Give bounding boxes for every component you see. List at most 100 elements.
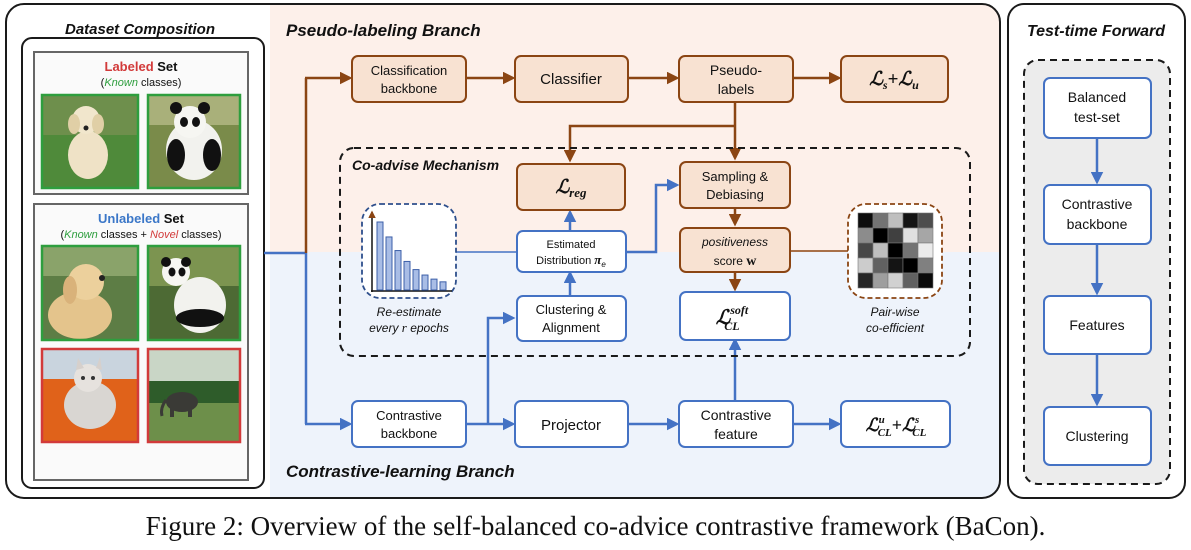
unlabeled-panda-image	[146, 244, 242, 342]
test-features-node: Features	[1043, 295, 1152, 355]
test-balanced-line1: Balanced	[1068, 89, 1126, 105]
histogram-bar	[385, 236, 393, 291]
matrix-cell	[917, 227, 934, 244]
histogram-bar	[412, 269, 420, 291]
positiveness-line2: score w	[714, 254, 758, 269]
matrix-cell	[872, 212, 889, 229]
classifier-label: Classifier	[540, 71, 602, 88]
contrastive-feature-line1: Contrastive	[701, 407, 772, 423]
clustering-alignment-line2: Alignment	[542, 320, 600, 335]
matrix-cell	[887, 257, 904, 274]
unlabeled-set-subtitle: (Known classes + Novel classes)	[60, 229, 221, 241]
labeled-dog-image	[40, 93, 140, 190]
classification-backbone-line2: backbone	[381, 81, 437, 96]
matrix-cell	[902, 257, 919, 274]
matrix-cell	[872, 272, 889, 289]
histogram-bubble	[361, 203, 457, 299]
histogram-bar	[394, 250, 402, 291]
contrastive-backbone-node: Contrastive backbone	[351, 400, 467, 448]
test-balanced-line2: test-set	[1074, 109, 1120, 125]
matrix-cell	[917, 212, 934, 229]
classifier-node: Classifier	[514, 55, 629, 103]
loss-reg-label: ℒreg	[555, 177, 587, 200]
test-backbone-node: Contrastive backbone	[1043, 184, 1152, 245]
estimated-line2: Distribution πe	[536, 252, 606, 269]
matrix-cell	[857, 242, 874, 259]
matrix-cell	[857, 212, 874, 229]
loss-su-label: ℒs+ℒu	[869, 69, 919, 92]
matrix-cell	[917, 242, 934, 259]
histogram-bars	[376, 221, 447, 291]
histogram-bar	[430, 278, 438, 291]
estimated-distribution-node: Estimated Distribution πe	[516, 230, 627, 273]
contrastive-backbone-line1: Contrastive	[376, 408, 442, 423]
positiveness-score-node: positiveness score w	[679, 227, 791, 273]
test-balanced-node: Balanced test-set	[1043, 77, 1152, 139]
loss-su-node: ℒs+ℒu	[840, 55, 949, 103]
unlabeled-cat-image	[40, 347, 140, 444]
pseudo-labels-node: Pseudo- labels	[678, 55, 794, 103]
sampling-debiasing-node: Sampling & Debiasing	[679, 161, 791, 209]
test-time-title: Test-time Forward	[1027, 23, 1166, 40]
dataset-title: Dataset Composition	[65, 21, 215, 38]
matrix-cell	[872, 242, 889, 259]
matrix-bubble	[847, 203, 943, 299]
matrix-cell	[887, 212, 904, 229]
pairwise-line1: Pair-wise	[870, 305, 919, 319]
contrastive-feature-node: Contrastive feature	[678, 400, 794, 448]
pairwise-line2: co-efficient	[866, 321, 925, 335]
classification-backbone-node: Classification backbone	[351, 55, 467, 103]
coadvise-box	[339, 147, 971, 357]
matrix-cell	[902, 212, 919, 229]
loss-reg-node: ℒreg	[516, 163, 626, 211]
clustering-alignment-line1: Clustering &	[536, 302, 607, 317]
pseudo-labels-line1: Pseudo-	[710, 62, 762, 78]
matrix-cell	[872, 227, 889, 244]
histogram-bar	[439, 281, 447, 291]
clustering-alignment-node: Clustering & Alignment	[516, 295, 627, 342]
matrix-cells	[857, 212, 934, 289]
coadvise-title: Co-advise Mechanism	[352, 157, 499, 173]
matrix-cell	[917, 257, 934, 274]
contrastive-branch-title: Contrastive-learning Branch	[286, 462, 515, 481]
matrix-cell	[887, 272, 904, 289]
matrix-cell	[902, 227, 919, 244]
contrastive-feature-line2: feature	[714, 426, 758, 442]
matrix-cell	[887, 242, 904, 259]
test-time-panel: Test-time Forward Balanced test-set Cont…	[1007, 3, 1186, 499]
matrix-cell	[917, 272, 934, 289]
unlabeled-elephant-image	[146, 347, 242, 444]
matrix-cell	[887, 227, 904, 244]
sampling-line1: Sampling &	[702, 169, 769, 184]
dataset-panel: Dataset Composition Labeled Set (Known c…	[21, 21, 265, 489]
unlabeled-set-title: Unlabeled Set	[98, 211, 185, 226]
matrix-cell	[872, 257, 889, 274]
estimated-line1: Estimated	[547, 239, 596, 251]
pseudo-labels-line2: labels	[718, 81, 755, 97]
sampling-line2: Debiasing	[706, 187, 764, 202]
projector-label: Projector	[541, 417, 601, 434]
pseudo-branch-title: Pseudo-labeling Branch	[286, 21, 481, 40]
test-features-label: Features	[1069, 317, 1124, 333]
positiveness-line1: positiveness	[701, 235, 768, 249]
projector-node: Projector	[514, 400, 629, 448]
test-clustering-node: Clustering	[1043, 406, 1152, 466]
test-clustering-label: Clustering	[1065, 428, 1128, 444]
unlabeled-dog-image	[40, 244, 140, 342]
matrix-cell	[857, 257, 874, 274]
matrix-cell	[857, 227, 874, 244]
histogram-bar	[376, 221, 384, 291]
re-estimate-line2: every r epochs	[369, 320, 449, 335]
arrow-estimated-sampling	[626, 178, 680, 254]
labeled-panda-image	[146, 93, 242, 190]
figure-caption: Figure 2: Overview of the self-balanced …	[145, 511, 1046, 541]
labeled-set-subtitle: (Known classes)	[101, 77, 182, 89]
labeled-set-title: Labeled Set	[105, 59, 179, 74]
histogram-bar	[421, 274, 429, 291]
contrastive-backbone-line2: backbone	[381, 426, 437, 441]
test-backbone-line1: Contrastive	[1062, 196, 1133, 212]
